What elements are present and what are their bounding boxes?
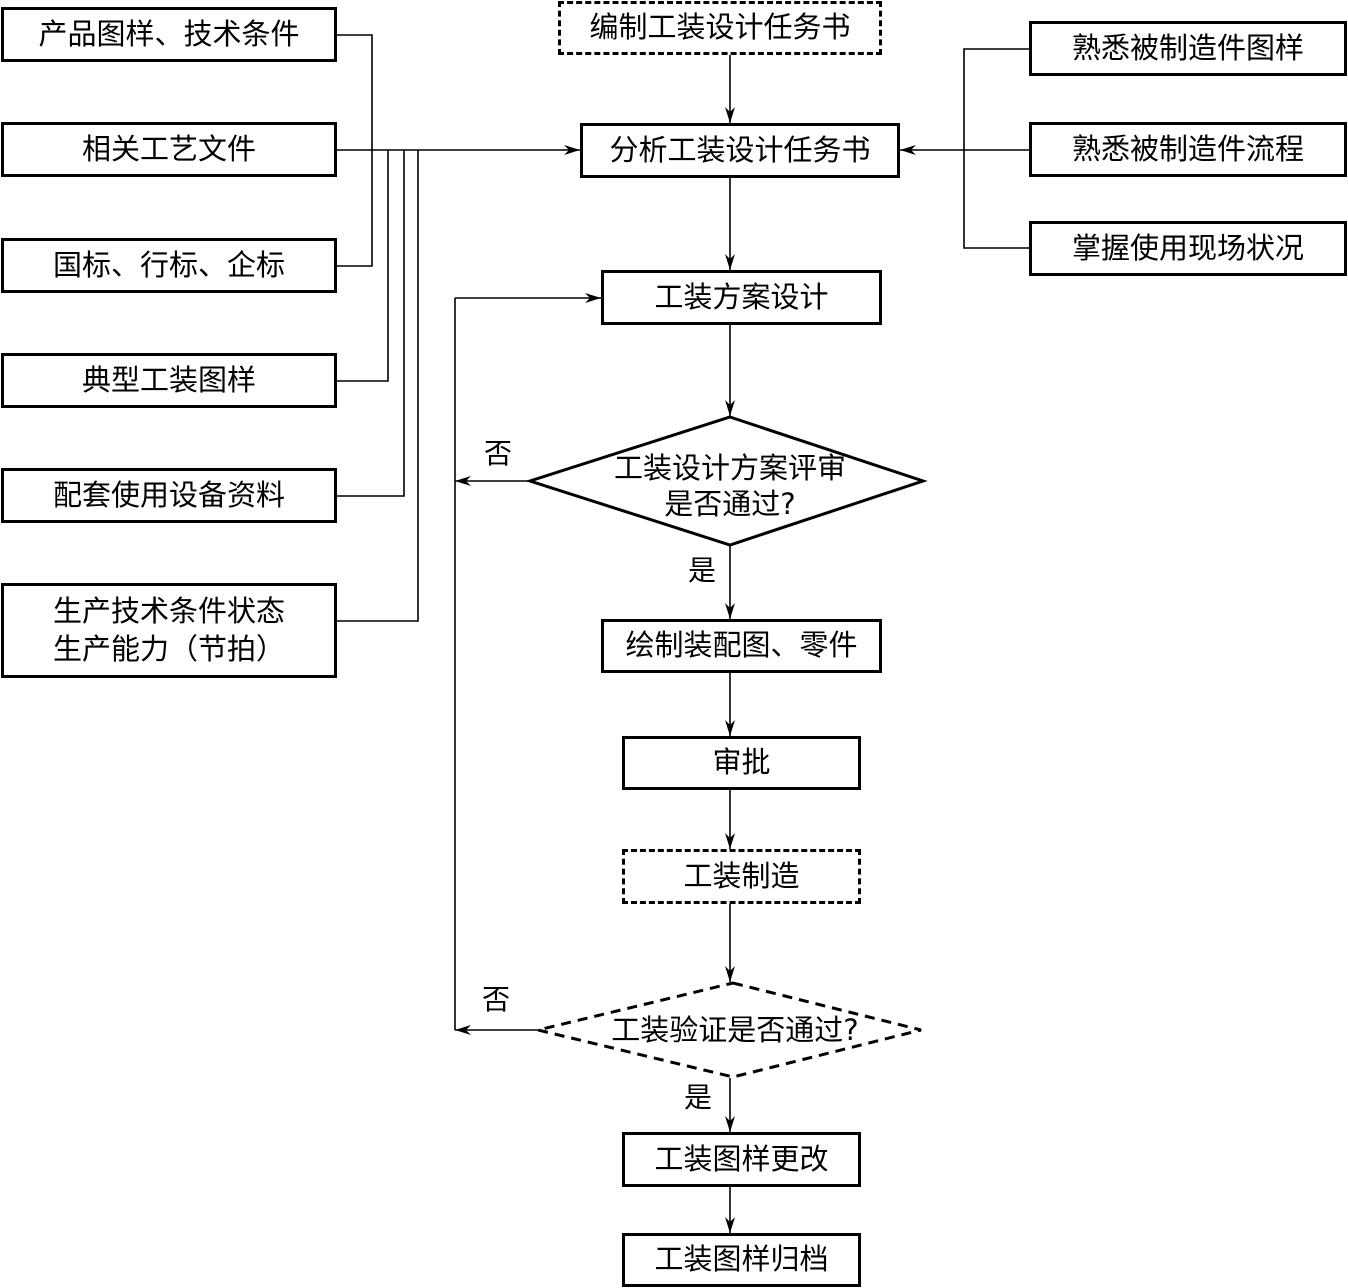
input-box-label: 熟悉被制造件图样 xyxy=(1071,30,1304,65)
verify-decision-diamond xyxy=(537,981,922,1079)
input-box-part-drawings: 熟悉被制造件图样 xyxy=(1029,21,1347,76)
step-task-book: 编制工装设计任务书 xyxy=(558,1,882,55)
step-label: 分析工装设计任务书 xyxy=(609,132,871,167)
review-decision-diamond xyxy=(525,415,928,547)
verify-decision-line: 工装验证是否通过? xyxy=(611,1013,859,1047)
input-box-label: 产品图样、技术条件 xyxy=(38,16,300,51)
connector-left-6 xyxy=(337,150,419,622)
review-decision-text: 工装设计方案评审 是否通过? xyxy=(590,450,870,523)
input-box-label-line2: 生产能力（节拍） xyxy=(52,631,285,666)
review-decision-line2: 是否通过? xyxy=(664,487,796,522)
step-label: 绘制装配图、零件 xyxy=(625,628,858,663)
review-no-label: 否 xyxy=(484,437,513,470)
verify-yes-label: 是 xyxy=(684,1081,713,1114)
review-decision-line1: 工装设计方案评审 xyxy=(613,451,846,485)
step-manufacture: 工装制造 xyxy=(622,849,861,904)
step-archive-drawings: 工装图样归档 xyxy=(622,1233,861,1287)
step-analyze-task-book: 分析工装设计任务书 xyxy=(580,123,900,178)
step-label: 工装图样更改 xyxy=(654,1141,829,1176)
step-scheme-design: 工装方案设计 xyxy=(601,270,882,325)
input-box-production-conditions: 生产技术条件状态 生产能力（节拍） xyxy=(1,583,337,678)
step-draw-assembly: 绘制装配图、零件 xyxy=(601,619,882,673)
step-label: 工装图样归档 xyxy=(654,1242,829,1277)
input-box-label-line1: 生产技术条件状态 xyxy=(52,593,285,628)
input-box-typical-tooling-drawings: 典型工装图样 xyxy=(1,353,337,408)
input-box-label: 熟悉被制造件流程 xyxy=(1071,131,1304,166)
input-box-process-documents: 相关工艺文件 xyxy=(1,122,337,177)
step-label: 工装制造 xyxy=(683,858,800,893)
step-approval: 审批 xyxy=(622,736,861,790)
verify-no-label: 否 xyxy=(482,983,511,1016)
step-modify-drawings: 工装图样更改 xyxy=(622,1132,861,1187)
connector-left-5 xyxy=(337,150,405,497)
input-box-part-process: 熟悉被制造件流程 xyxy=(1029,122,1347,177)
input-box-label: 典型工装图样 xyxy=(81,362,256,397)
input-box-label: 掌握使用现场状况 xyxy=(1071,230,1304,265)
review-yes-label: 是 xyxy=(688,554,717,587)
input-box-label: 相关工艺文件 xyxy=(81,131,256,166)
input-box-label: 配套使用设备资料 xyxy=(52,477,285,512)
input-box-label: 国标、行标、企标 xyxy=(52,247,285,282)
input-box-standards: 国标、行标、企标 xyxy=(1,238,337,293)
step-label: 审批 xyxy=(712,745,771,780)
connector-left-4 xyxy=(337,150,389,382)
step-label: 编制工装设计任务书 xyxy=(589,10,851,45)
input-box-product-drawings: 产品图样、技术条件 xyxy=(1,7,337,62)
connector-right-bus xyxy=(963,48,1029,249)
step-label: 工装方案设计 xyxy=(654,279,829,314)
verify-decision-text: 工装验证是否通过? xyxy=(600,1012,870,1048)
input-box-site-conditions: 掌握使用现场状况 xyxy=(1029,221,1347,276)
input-box-equipment-data: 配套使用设备资料 xyxy=(1,468,337,523)
